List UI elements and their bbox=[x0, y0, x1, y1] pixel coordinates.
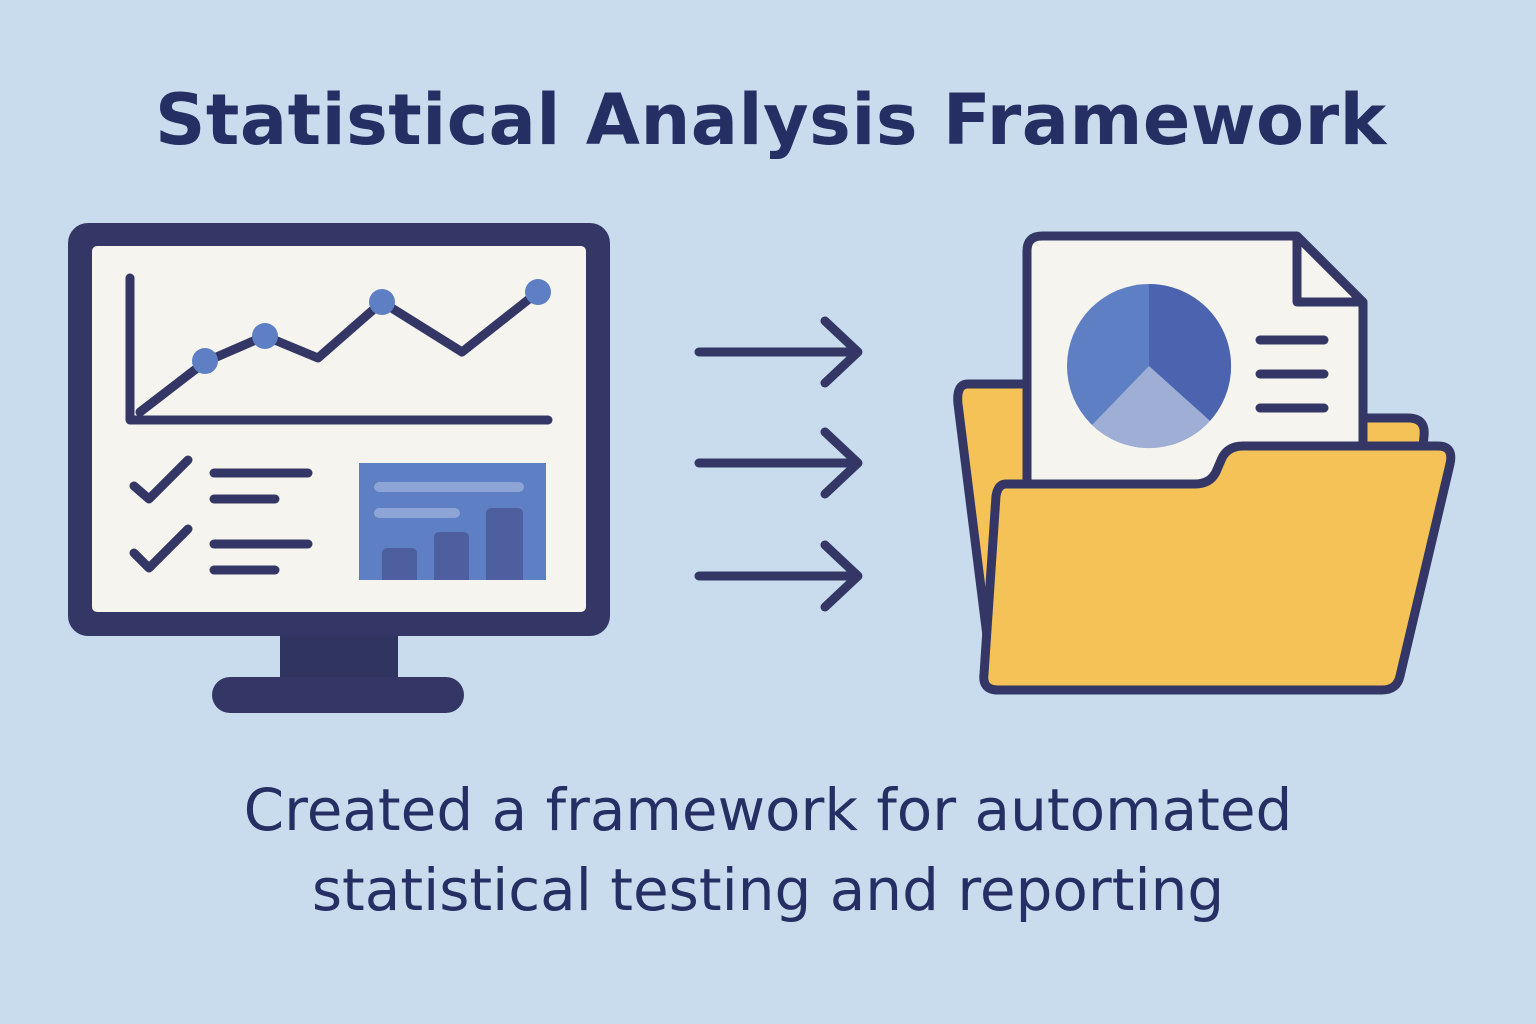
pie-slice bbox=[1092, 366, 1210, 449]
monitor-base bbox=[212, 677, 464, 713]
monitor-neck bbox=[280, 628, 398, 684]
bar bbox=[486, 508, 523, 580]
panel-line bbox=[374, 482, 524, 492]
folder-front bbox=[979, 441, 1456, 695]
bar-chart-icon bbox=[359, 463, 546, 580]
caption-line-1: Created a framework for automated bbox=[243, 776, 1293, 844]
checklist-icon bbox=[129, 455, 313, 575]
check-mark-icon bbox=[129, 524, 193, 573]
arrows-group bbox=[694, 316, 863, 612]
pie-chart-icon bbox=[1067, 283, 1232, 449]
folder-icon bbox=[953, 231, 1456, 695]
arrow-right-icon bbox=[694, 316, 863, 388]
monitor-dashboard-icon bbox=[68, 223, 610, 713]
chart-point bbox=[525, 279, 551, 305]
chart-point bbox=[192, 348, 218, 374]
check-mark-icon bbox=[129, 455, 193, 504]
chart-point bbox=[369, 289, 395, 315]
document-lines bbox=[1255, 335, 1329, 413]
chart-axes bbox=[125, 273, 553, 425]
arrow-right-icon bbox=[694, 540, 863, 612]
line-chart-icon bbox=[125, 273, 553, 425]
panel-line bbox=[374, 508, 460, 518]
page-title: Statistical Analysis Framework bbox=[155, 79, 1387, 161]
caption: Created a framework for automated statis… bbox=[0, 770, 1536, 930]
arrow-right-icon bbox=[694, 427, 863, 499]
pie-slice bbox=[1149, 283, 1232, 421]
caption-line-2: statistical testing and reporting bbox=[311, 856, 1225, 924]
bar bbox=[382, 548, 417, 580]
chart-point bbox=[252, 323, 278, 349]
bar bbox=[434, 532, 469, 580]
document-fold bbox=[1292, 236, 1363, 307]
